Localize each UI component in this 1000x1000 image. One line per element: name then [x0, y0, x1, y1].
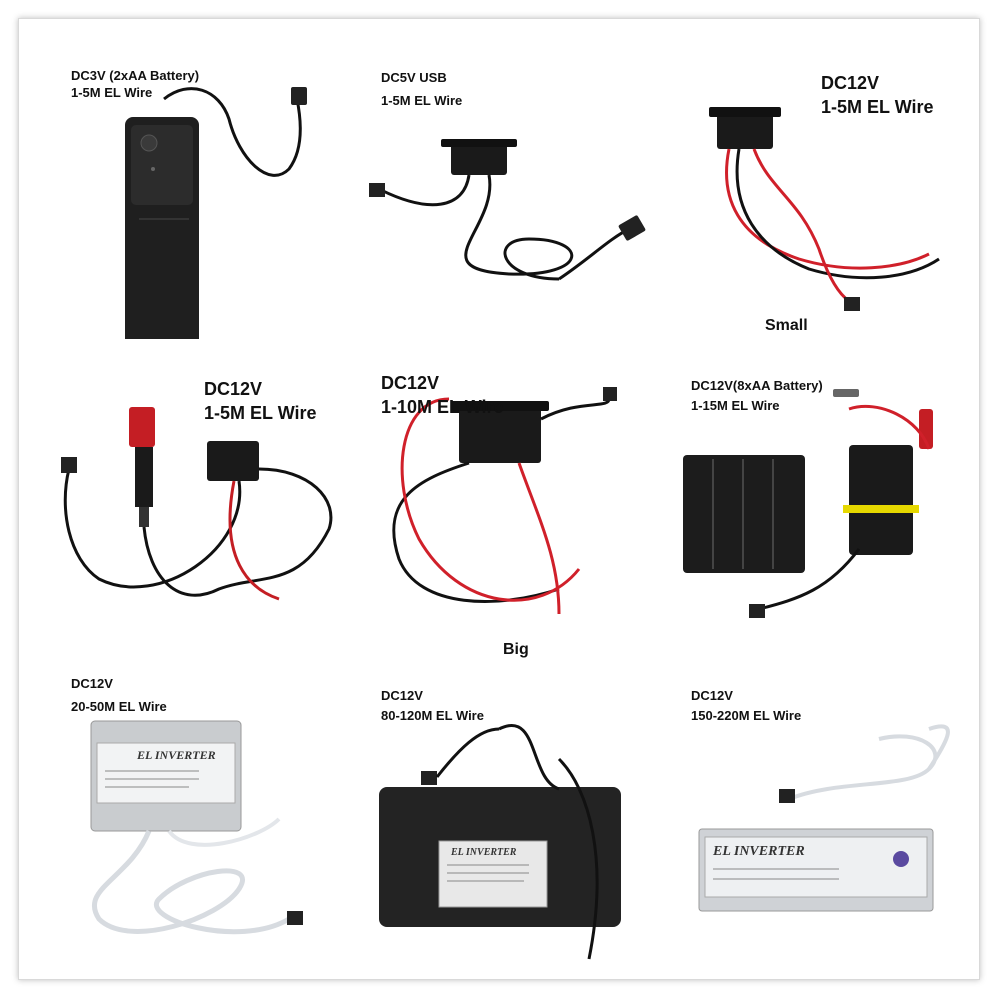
size-caption: Small — [765, 317, 808, 334]
product-label-line1: DC12V — [821, 73, 880, 93]
small-inverter-image — [709, 107, 940, 311]
product-label-line2: 20-50M EL Wire — [71, 699, 167, 714]
product-dc12v-80-120m: EL INVERTER DC12V 80-120M EL Wire — [359, 659, 659, 979]
product-label-line1: DC12V — [71, 676, 113, 691]
product-dc12v-150-220m: EL INVERTER DC12V 150-220M EL Wire — [679, 659, 979, 979]
battery-box-inverter-image — [125, 87, 307, 339]
product-dc12v-big: DC12V 1-10M EL Wire Big — [359, 359, 659, 659]
aluminum-inverter-image: EL INVERTER — [90, 720, 303, 935]
product-label-line1: DC5V USB — [381, 70, 447, 85]
product-label-line2: 1-5M EL Wire — [71, 85, 153, 100]
product-label-line1: DC12V — [691, 688, 733, 703]
product-label-line2: 1-5M EL Wire — [381, 93, 463, 108]
car-plug-inverter-image — [61, 407, 333, 601]
black-inverter-image: EL INVERTER — [379, 724, 621, 960]
device-label: EL INVERTER — [136, 748, 216, 762]
device-label: EL INVERTER — [450, 847, 517, 858]
usb-inverter-image — [369, 139, 646, 281]
product-label-line1: DC12V — [381, 688, 423, 703]
big-inverter-image — [392, 387, 617, 615]
product-label-line2: 1-10M EL Wire — [381, 397, 504, 417]
product-label-line1: DC3V (2xAA Battery) — [71, 68, 200, 83]
product-label-line2: 80-120M EL Wire — [381, 708, 484, 723]
product-label-line2: 150-220M EL Wire — [691, 708, 802, 723]
product-label-line2: 1-5M EL Wire — [821, 97, 934, 117]
product-dc3v-battery: DC3V (2xAA Battery) 1-5M EL Wire — [39, 39, 339, 339]
battery-holder-inverter-image — [683, 389, 933, 618]
product-dc12v-small: DC12V 1-5M EL Wire Small — [679, 39, 979, 339]
product-label-line2: 1-5M EL Wire — [204, 403, 317, 423]
product-collage: DC3V (2xAA Battery) 1-5M EL Wire DC5V US… — [18, 18, 980, 980]
product-dc5v-usb: DC5V USB 1-5M EL Wire — [359, 39, 659, 339]
product-label-line2: 1-15M EL Wire — [691, 398, 780, 413]
device-label: EL INVERTER — [712, 844, 805, 859]
product-label-line1: DC12V(8xAA Battery) — [691, 378, 823, 393]
product-dc12v-car-plug: DC12V 1-5M EL Wire — [39, 359, 339, 659]
large-aluminum-inverter-image: EL INVERTER — [698, 724, 950, 912]
product-dc12v-20-50m: EL INVERTER DC12V 20-50M EL Wire — [39, 659, 339, 979]
product-dc12v-8aa: DC12V(8xAA Battery) 1-15M EL Wire — [679, 359, 979, 659]
size-caption: Big — [503, 641, 529, 658]
product-label-line1: DC12V — [381, 373, 440, 393]
product-label-line1: DC12V — [204, 379, 263, 399]
